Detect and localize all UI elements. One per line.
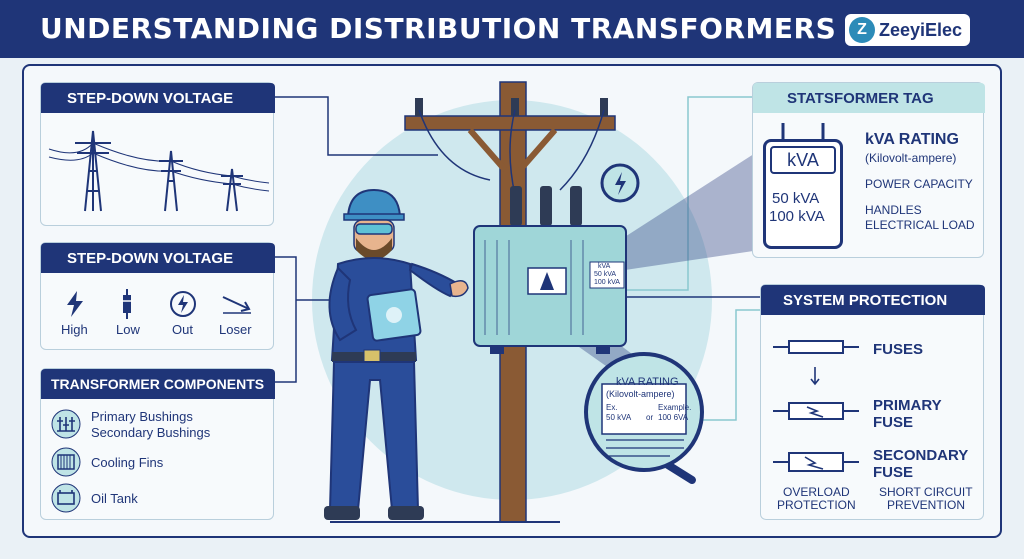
header-bar: UNDERSTANDING DISTRIBUTION TRANSFORMERS … xyxy=(0,0,1024,58)
primary-fuse-label-2: FUSE xyxy=(873,414,914,431)
kva-tag-card: kVA 50 kVA 100 kVA xyxy=(763,139,843,249)
magnifier-ex-right-2: 100 6VA xyxy=(658,413,689,422)
primary-fuse-icon xyxy=(773,402,859,420)
kva-rating-title: kVA RATING xyxy=(865,131,959,148)
fuses-label: FUSES xyxy=(873,341,924,358)
crossarm xyxy=(404,115,616,131)
panel-tag-title: STATSFORMER TAG xyxy=(753,83,985,113)
panel-stepdown-mid: STEP-DOWN VOLTAGE High Low Out Loser xyxy=(40,242,275,350)
transformer-plate-line2: 50 kVA xyxy=(594,271,617,278)
brand-logo: Z ZeeyiElec xyxy=(845,14,971,46)
voltage-label-low: Low xyxy=(116,322,140,337)
kva-tag-hangers xyxy=(781,123,825,141)
panel-stepdown-top: STEP-DOWN VOLTAGE xyxy=(40,82,275,226)
panel-protection-title: SYSTEM PROTECTION xyxy=(761,285,985,315)
kva-tag-header: kVA xyxy=(770,146,836,174)
magnifier-title: kVA RATING xyxy=(616,376,679,388)
voltage-label-loser: Loser xyxy=(219,322,252,337)
panel-stepdown-mid-title: STEP-DOWN VOLTAGE xyxy=(41,243,275,273)
cooling-fins-icon xyxy=(51,447,81,477)
magnifier-subtitle: (Kilovolt-ampere) xyxy=(606,389,675,399)
transmission-towers-icon xyxy=(48,130,270,212)
kva-tag-value-50: 50 kVA xyxy=(772,190,820,207)
power-capacity-label: POWER CAPACITY xyxy=(865,177,973,191)
short-circuit-label-1: SHORT CIRCUIT xyxy=(879,485,973,499)
oil-tank-icon xyxy=(51,483,81,513)
kva-rating-subtitle: (Kilovolt-ampere) xyxy=(865,151,957,165)
component-primary-bushings: Primary Bushings xyxy=(91,409,193,424)
component-oil-tank: Oil Tank xyxy=(91,491,138,506)
lightning-icon xyxy=(67,291,83,317)
fuse-symbol-icon xyxy=(773,340,859,354)
component-secondary-bushings: Secondary Bushings xyxy=(91,425,211,440)
transformer-plate-line1: kVA xyxy=(598,263,611,270)
arrow-down-icon xyxy=(810,367,820,386)
kva-tag-value-100: 100 kVA xyxy=(769,208,825,225)
lightning-circle-icon xyxy=(170,291,196,317)
magnifier-icon xyxy=(584,352,704,484)
transformer-plate xyxy=(589,261,625,289)
magnifier-ex-left-2: 50 kVA xyxy=(606,413,632,422)
primary-fuse-label-1: PRIMARY xyxy=(873,397,942,414)
panel-components-title: TRANSFORMER COMPONENTS xyxy=(41,369,275,399)
voltage-label-high: High xyxy=(61,322,88,337)
arrow-down-right-icon xyxy=(222,296,251,314)
brand-mark-icon: Z xyxy=(849,17,875,43)
handles-label-1: HANDLES xyxy=(865,203,922,217)
overload-label-2: PROTECTION xyxy=(777,498,856,512)
panel-tag: STATSFORMER TAG kVA 50 kVA 100 kVA kVA R… xyxy=(752,82,985,258)
short-circuit-label-2: PREVENTION xyxy=(887,498,966,512)
overload-label-1: OVERLOAD xyxy=(783,485,850,499)
technician-illustration xyxy=(324,188,469,520)
panel-components: TRANSFORMER COMPONENTS Primary Bushings … xyxy=(40,368,275,520)
brand-name: ZeeyiElec xyxy=(879,19,963,40)
panel-stepdown-top-title: STEP-DOWN VOLTAGE xyxy=(41,83,275,113)
bushings-icon xyxy=(51,409,81,439)
handles-label-2: ELECTRICAL LOAD xyxy=(865,218,975,232)
fuse-icon xyxy=(121,289,133,319)
component-cooling-fins: Cooling Fins xyxy=(91,455,164,470)
transformer-plate-line3: 100 kVA xyxy=(594,279,620,286)
magnifier-ex-left-1: Ex. xyxy=(606,403,618,412)
page-title: UNDERSTANDING DISTRIBUTION TRANSFORMERS xyxy=(40,12,837,45)
secondary-fuse-label-1: SECONDARY xyxy=(873,447,969,464)
secondary-fuse-icon xyxy=(773,452,859,472)
panel-protection: SYSTEM PROTECTION FUSES PRIMARY FUSE SEC… xyxy=(760,284,985,520)
magnifier-ex-or: or xyxy=(646,413,654,422)
voltage-label-out: Out xyxy=(172,322,193,337)
secondary-fuse-label-2: FUSE xyxy=(873,464,914,481)
magnifier-ex-right-1: Example. xyxy=(658,403,692,412)
